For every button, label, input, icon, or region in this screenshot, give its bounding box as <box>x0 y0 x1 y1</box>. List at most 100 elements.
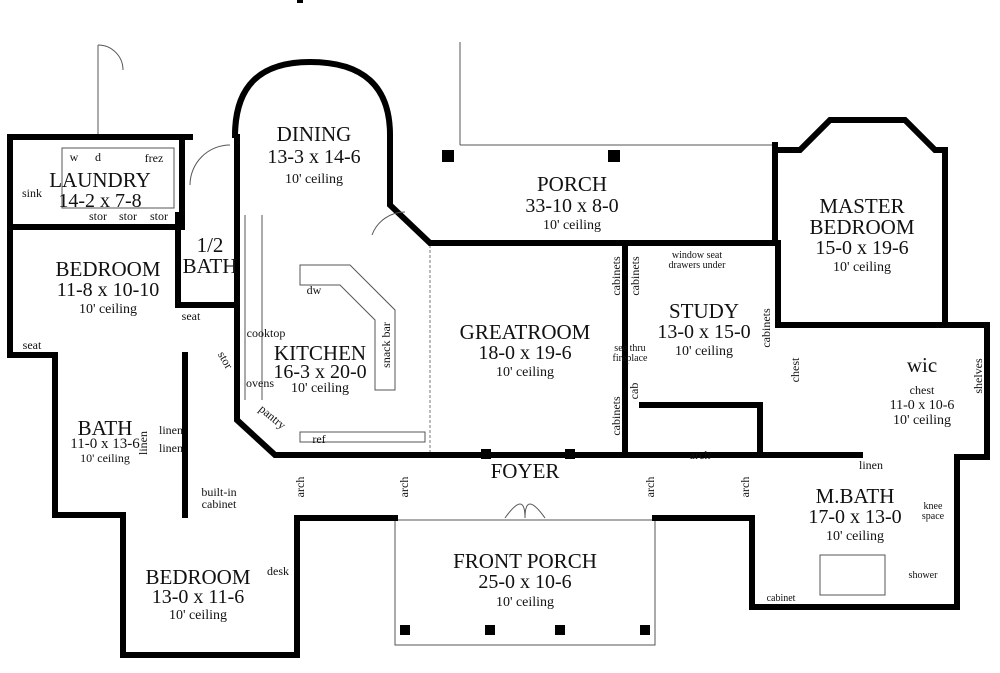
room-dims: 13-0 x 15-0 <box>657 321 750 343</box>
room-name: BEDROOM <box>55 257 160 281</box>
room-porch: PORCH 33-10 x 8-0 10' ceiling <box>525 172 618 233</box>
room-name: MASTER <box>819 194 904 218</box>
room-laundry: LAUNDRY 14-2 x 7-8 <box>49 168 151 212</box>
room-ceiling: 10' ceiling <box>675 344 733 359</box>
room-name: DINING <box>277 122 352 146</box>
dishwasher-label: dw <box>307 283 322 297</box>
room-ceiling: 10' ceiling <box>893 413 951 428</box>
room-ceiling: 10' ceiling <box>496 365 554 380</box>
fireplace-label: fireplace <box>613 353 649 364</box>
pantry-label: pantry <box>256 402 288 432</box>
room-ceiling: 10' ceiling <box>826 529 884 544</box>
room-name: 1/2 <box>197 233 224 257</box>
cabinet-label: cabinet <box>767 593 796 604</box>
room-ceiling: 10' ceiling <box>291 381 349 396</box>
knee-space-label: knee <box>924 501 943 512</box>
sink-label: sink <box>22 186 42 200</box>
cab-label: cab <box>627 383 641 400</box>
room-study: STUDY 13-0 x 15-0 10' ceiling <box>657 299 750 359</box>
room-ceiling: 10' ceiling <box>80 451 130 465</box>
linen-label: linen <box>159 423 183 437</box>
arch-label: arch <box>293 477 307 498</box>
stor-label: stor <box>215 349 236 372</box>
room-name: STUDY <box>669 299 739 323</box>
room-dims: 11-0 x 13-6 <box>70 436 140 452</box>
snack-bar-label: snack bar <box>379 322 393 368</box>
room-name: BATH <box>78 416 133 440</box>
room-dims: 17-0 x 13-0 <box>808 506 901 528</box>
cabinets-label: cabinets <box>609 256 623 296</box>
room-ceiling: 10' ceiling <box>833 260 891 275</box>
room-name: KITCHEN <box>274 341 366 365</box>
room-dims: 15-0 x 19-6 <box>815 237 908 259</box>
window-seat-label: window seat <box>672 250 722 261</box>
room-dims: 11-8 x 10-10 <box>57 279 160 301</box>
arch-label: arch <box>690 448 711 462</box>
room-name: M.BATH <box>816 484 895 508</box>
room-dims: 14-2 x 7-8 <box>58 190 141 212</box>
room-master-bath: M.BATH 17-0 x 13-0 10' ceiling <box>808 484 901 544</box>
doors <box>189 144 546 519</box>
chest-label: chest <box>910 383 935 397</box>
washer-label: w <box>70 150 79 164</box>
room-name: PORCH <box>537 172 607 196</box>
room-dims: 13-0 x 11-6 <box>152 586 245 608</box>
room-dims: 11-0 x 10-6 <box>890 398 955 413</box>
ref-label: ref <box>312 432 325 446</box>
shelves-label: shelves <box>971 358 985 394</box>
stor-label: stor <box>89 209 107 223</box>
stor-label: stor <box>150 209 168 223</box>
shower-label: shower <box>909 570 939 581</box>
room-greatroom: GREATROOM 18-0 x 19-6 10' ceiling <box>460 320 591 380</box>
ovens-label: ovens <box>246 376 274 390</box>
room-bedroom-1: BEDROOM 11-8 x 10-10 10' ceiling <box>55 257 160 317</box>
built-in-label: cabinet <box>202 497 237 511</box>
desk-label: desk <box>267 564 289 578</box>
room-ceiling: 10' ceiling <box>79 302 137 317</box>
room-dims: 13-3 x 14-6 <box>267 146 360 168</box>
room-foyer: FOYER <box>491 459 560 483</box>
room-name: BEDROOM <box>809 215 914 239</box>
room-dims: 18-0 x 19-6 <box>478 342 571 364</box>
window-seat-label: drawers under <box>669 260 727 271</box>
thin-lines <box>61 42 886 646</box>
fixture-labels: w d frez sink stor stor stor seat seat s… <box>22 150 985 604</box>
freezer-label: frez <box>145 151 164 165</box>
room-dims: 33-10 x 8-0 <box>525 195 618 217</box>
room-name: LAUNDRY <box>49 168 151 192</box>
built-in-label: built-in <box>201 485 236 499</box>
cabinets-label: cabinets <box>628 256 642 296</box>
chest-label: chest <box>788 357 802 382</box>
linen-label: linen <box>159 441 183 455</box>
room-dims: 25-0 x 10-6 <box>478 571 571 593</box>
walls <box>7 0 990 658</box>
room-name: GREATROOM <box>460 320 591 344</box>
room-name: BATH <box>183 254 238 278</box>
room-half-bath: 1/2 BATH <box>183 233 238 278</box>
room-name: BEDROOM <box>145 565 250 589</box>
room-ceiling: 10' ceiling <box>285 172 343 187</box>
arch-label: arch <box>643 477 657 498</box>
room-ceiling: 10' ceiling <box>169 608 227 623</box>
room-kitchen: KITCHEN 16-3 x 20-0 10' ceiling <box>273 341 366 396</box>
room-bedroom-2: BEDROOM 13-0 x 11-6 10' ceiling <box>145 565 250 623</box>
room-wic: wic 11-0 x 10-6 10' ceiling <box>890 353 955 428</box>
room-dims: 16-3 x 20-0 <box>273 361 366 383</box>
seat-label: seat <box>23 338 42 352</box>
cabinets-label: cabinets <box>759 308 773 348</box>
room-dining: DINING 13-3 x 14-6 10' ceiling <box>267 122 360 187</box>
porch-posts <box>400 150 650 635</box>
seat-label: seat <box>182 309 201 323</box>
dryer-label: d <box>95 150 101 164</box>
arch-label: arch <box>738 477 752 498</box>
room-bath: BATH 11-0 x 13-6 10' ceiling <box>70 416 140 465</box>
room-name: FOYER <box>491 459 560 483</box>
stor-label: stor <box>119 209 137 223</box>
room-ceiling: 10' ceiling <box>543 218 601 233</box>
room-name: wic <box>907 353 937 377</box>
room-front-porch: FRONT PORCH 25-0 x 10-6 10' ceiling <box>453 549 597 610</box>
arch-label: arch <box>397 477 411 498</box>
cooktop-label: cooktop <box>247 326 286 340</box>
cabinets-label: cabinets <box>609 396 623 436</box>
